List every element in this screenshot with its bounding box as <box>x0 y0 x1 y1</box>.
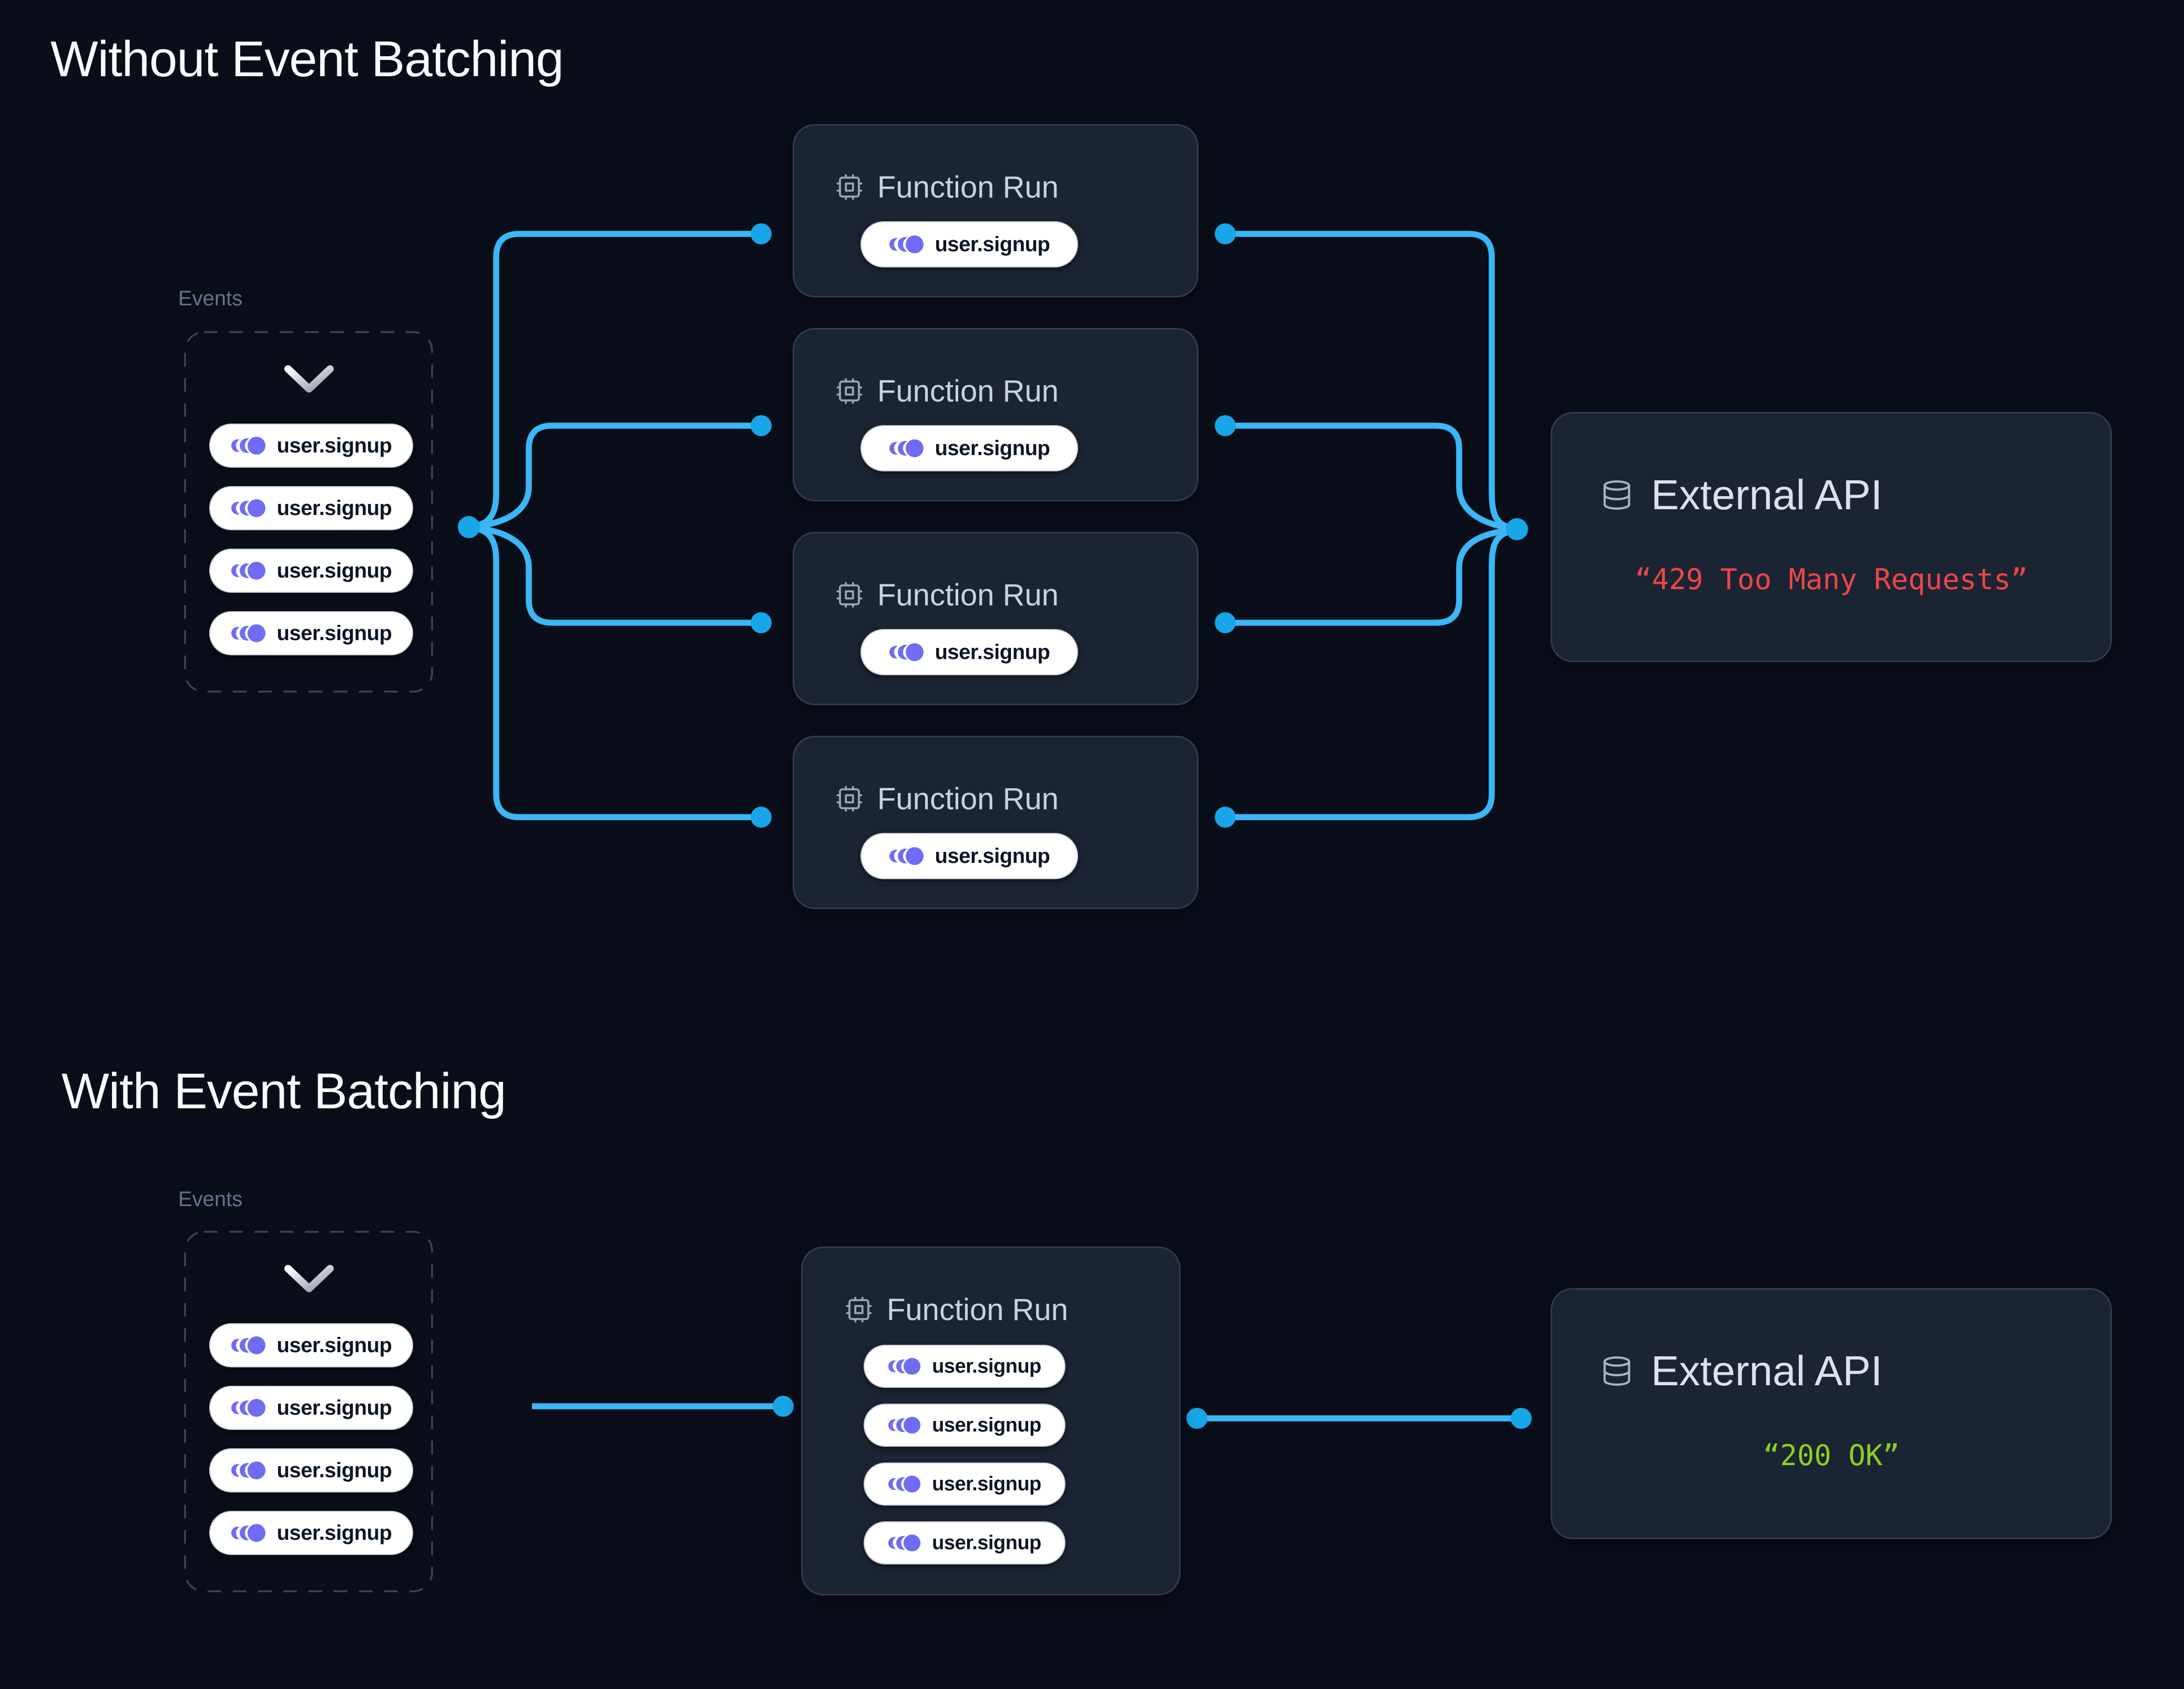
event-pill: user.signup <box>209 611 413 655</box>
event-pulse-icon <box>231 1461 265 1479</box>
cpu-icon <box>836 786 863 812</box>
function-run-card: Function Run user.signup <box>793 736 1198 909</box>
event-pill-label: user.signup <box>935 640 1051 664</box>
cpu-icon <box>836 582 863 608</box>
external-api-title: External API <box>1651 1347 1883 1394</box>
function-run-title: Function Run <box>877 374 1059 408</box>
event-pill-label: user.signup <box>276 434 393 457</box>
event-pulse-icon <box>889 643 924 661</box>
function-run-title: Function Run <box>877 578 1059 612</box>
event-pulse-icon <box>889 439 924 457</box>
chevron-down-icon <box>284 365 334 393</box>
api-status-200: “200 OK” <box>1762 1439 1900 1472</box>
events-group-label: Events <box>178 287 243 310</box>
converge-wires <box>1222 231 1519 820</box>
event-pill: user.signup <box>209 1323 413 1367</box>
event-pulse-icon <box>231 1399 265 1417</box>
function-run-title: Function Run <box>887 1292 1068 1327</box>
event-pill-label: user.signup <box>276 1458 393 1482</box>
database-icon <box>1603 480 1631 510</box>
fanout-wires <box>466 231 764 820</box>
event-pulse-icon <box>231 624 265 642</box>
external-api-title: External API <box>1651 471 1883 518</box>
events-box-border-top <box>184 331 433 693</box>
function-run-card: Function Run user.signup <box>793 328 1198 501</box>
event-pill-label: user.signup <box>932 1355 1041 1377</box>
event-pill: user.signup <box>209 424 413 468</box>
event-pill-label: user.signup <box>935 232 1051 256</box>
batch-wires <box>532 1403 1524 1422</box>
event-pill-label: user.signup <box>935 436 1051 460</box>
event-pill: user.signup <box>864 1404 1065 1447</box>
event-pill: user.signup <box>209 1448 413 1492</box>
event-pulse-icon <box>888 1417 921 1434</box>
event-pulse-icon <box>231 437 265 455</box>
event-pill: user.signup <box>860 425 1078 471</box>
event-pill-label: user.signup <box>276 1333 393 1357</box>
function-run-title: Function Run <box>877 781 1059 816</box>
event-pulse-icon <box>231 562 265 580</box>
event-pill: user.signup <box>864 1521 1065 1564</box>
event-pill-label: user.signup <box>276 559 393 582</box>
event-pill: user.signup <box>209 486 413 530</box>
database-icon <box>1603 1356 1631 1386</box>
event-pill: user.signup <box>209 549 413 593</box>
event-pulse-icon <box>889 235 924 253</box>
section-title-without-batching: Without Event Batching <box>50 31 564 87</box>
event-pill-label: user.signup <box>276 496 393 520</box>
event-pill-label: user.signup <box>276 1521 393 1544</box>
api-status-429: “429 Too Many Requests” <box>1635 563 2028 596</box>
event-pill: user.signup <box>209 1386 413 1430</box>
cpu-icon <box>836 174 863 200</box>
wire-dots <box>458 223 1532 1429</box>
event-pill-label: user.signup <box>932 1531 1041 1554</box>
function-run-title: Function Run <box>877 170 1059 204</box>
event-pill-label: user.signup <box>935 844 1051 868</box>
events-group-label: Events <box>178 1188 243 1211</box>
chevron-down-icon <box>284 1265 334 1292</box>
event-pulse-icon <box>888 1534 921 1551</box>
event-pill: user.signup <box>860 629 1078 675</box>
function-run-card: Function Run user.signup <box>793 124 1198 297</box>
event-pill-label: user.signup <box>932 1472 1041 1495</box>
event-pulse-icon <box>888 1476 921 1492</box>
event-pill: user.signup <box>860 833 1078 879</box>
event-pill: user.signup <box>860 221 1078 267</box>
event-pill: user.signup <box>864 1463 1065 1506</box>
event-pill-label: user.signup <box>932 1414 1041 1436</box>
external-api-card: External API “429 Too Many Requests” <box>1551 412 2112 662</box>
event-pulse-icon <box>231 1336 265 1354</box>
events-box-border-bottom <box>184 1231 433 1592</box>
event-pulse-icon <box>889 847 924 865</box>
event-pulse-icon <box>888 1358 921 1375</box>
cpu-icon <box>836 378 863 404</box>
event-pulse-icon <box>231 499 265 517</box>
external-api-card: External API “200 OK” <box>1551 1288 2112 1539</box>
section-title-with-batching: With Event Batching <box>61 1063 506 1119</box>
event-pill-label: user.signup <box>276 1396 393 1419</box>
event-pulse-icon <box>231 1524 265 1542</box>
event-pill: user.signup <box>209 1511 413 1555</box>
event-pill-label: user.signup <box>276 621 393 645</box>
event-pill: user.signup <box>864 1345 1065 1388</box>
function-run-card: Function Run user.signup <box>793 532 1198 705</box>
cpu-icon <box>846 1296 872 1323</box>
function-run-card-batched: Function Run user.signup user.signup use… <box>801 1247 1181 1595</box>
